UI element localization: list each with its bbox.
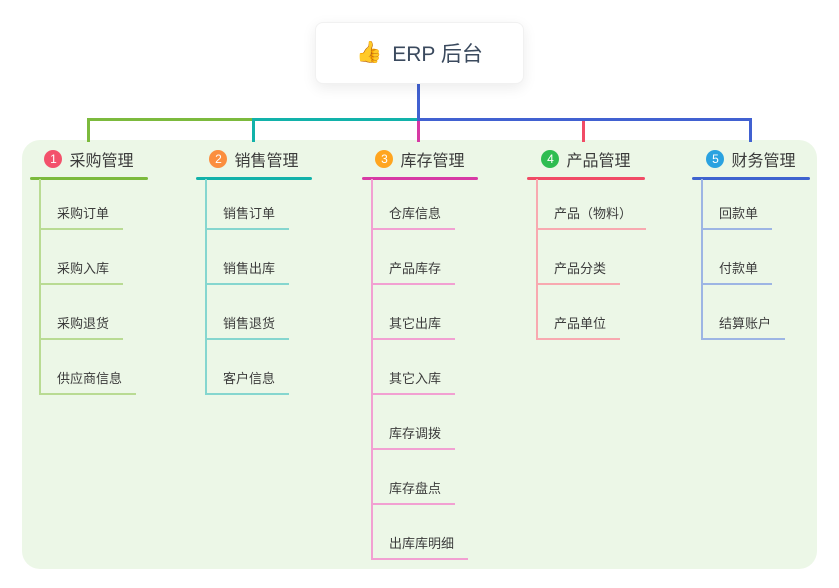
- drop-line-branch-1: [87, 118, 90, 142]
- children-connector-line: [536, 179, 538, 340]
- root-node[interactable]: 👍 ERP 后台: [315, 22, 524, 84]
- connector-horizontal-green: [87, 118, 254, 121]
- node-purchase-order[interactable]: 采购订单: [39, 206, 124, 230]
- node-warehouse-info[interactable]: 仓库信息: [371, 206, 456, 230]
- branch-number-badge: 1: [44, 150, 63, 168]
- connector-horizontal-blue: [417, 118, 752, 121]
- branch-underline: [362, 177, 478, 180]
- node-product-unit[interactable]: 产品单位: [536, 316, 621, 340]
- drop-line-branch-2: [252, 118, 255, 142]
- node-customer-info[interactable]: 客户信息: [205, 371, 290, 395]
- branch-number-badge: 4: [541, 150, 560, 168]
- node-outbound-details[interactable]: 出库库明细: [371, 536, 469, 560]
- node-product-stock[interactable]: 产品库存: [371, 261, 456, 285]
- root-connector-line: [417, 82, 420, 121]
- branch-title: 财务管理: [731, 153, 796, 170]
- drop-line-branch-5: [749, 118, 752, 142]
- node-purchase-return[interactable]: 采购退货: [39, 316, 124, 340]
- children-connector-line: [205, 179, 207, 395]
- node-purchase-inbound[interactable]: 采购入库: [39, 261, 124, 285]
- branch-underline: [527, 177, 645, 180]
- children-connector-line: [371, 179, 373, 560]
- branch-number-badge: 3: [375, 150, 394, 168]
- node-product-category[interactable]: 产品分类: [536, 261, 621, 285]
- branch-title: 销售管理: [234, 153, 299, 170]
- thumbs-up-icon: 👍: [356, 41, 383, 64]
- branch-title: 采购管理: [69, 153, 134, 170]
- branch-title: 库存管理: [400, 153, 465, 170]
- branch-number-badge: 5: [706, 150, 725, 168]
- node-supplier-info[interactable]: 供应商信息: [39, 371, 137, 395]
- node-sales-return[interactable]: 销售退货: [205, 316, 290, 340]
- branch-product-label[interactable]: 4 产品管理: [527, 147, 645, 171]
- node-stock-taking[interactable]: 库存盘点: [371, 481, 456, 505]
- branch-underline: [692, 177, 810, 180]
- drop-line-branch-4: [582, 121, 585, 142]
- node-other-outbound[interactable]: 其它出库: [371, 316, 456, 340]
- node-stock-transfer[interactable]: 库存调拨: [371, 426, 456, 450]
- branch-purchase-label[interactable]: 1 采购管理: [30, 147, 148, 171]
- branch-inventory-label[interactable]: 3 库存管理: [362, 147, 478, 171]
- children-connector-line: [39, 179, 41, 395]
- children-connector-line: [701, 179, 703, 340]
- node-payment-bill[interactable]: 付款单: [701, 261, 773, 285]
- node-other-inbound[interactable]: 其它入库: [371, 371, 456, 395]
- drop-line-branch-3: [417, 121, 420, 142]
- connector-horizontal-teal: [252, 118, 419, 121]
- background-panel: [22, 140, 817, 569]
- branch-sales-label[interactable]: 2 销售管理: [196, 147, 312, 171]
- branch-underline: [30, 177, 148, 180]
- branch-number-badge: 2: [209, 150, 228, 168]
- node-settlement-account[interactable]: 结算账户: [701, 316, 786, 340]
- branch-finance-label[interactable]: 5 财务管理: [692, 147, 810, 171]
- branch-title: 产品管理: [566, 153, 631, 170]
- root-title: ERP 后台: [392, 43, 483, 66]
- node-sales-outbound[interactable]: 销售出库: [205, 261, 290, 285]
- node-sales-order[interactable]: 销售订单: [205, 206, 290, 230]
- node-receipt-bill[interactable]: 回款单: [701, 206, 773, 230]
- branch-underline: [196, 177, 312, 180]
- node-product-material[interactable]: 产品（物料）: [536, 206, 647, 230]
